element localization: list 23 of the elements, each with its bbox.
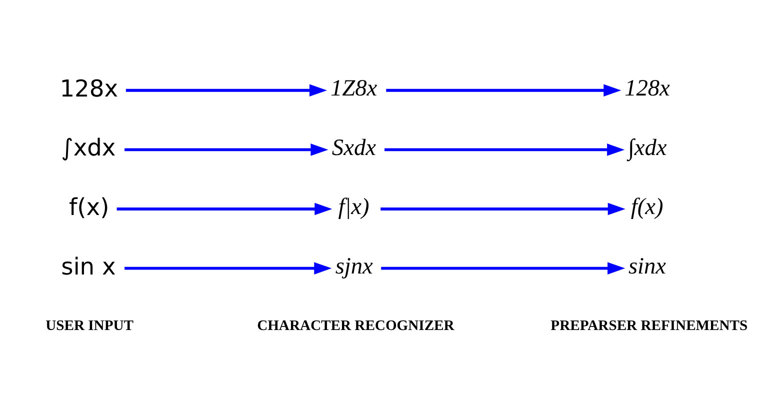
arrow [116, 202, 332, 215]
node-text: 128x [624, 74, 670, 101]
label: PREPARSER REFINEMENTS [550, 318, 748, 334]
label: USER INPUT [46, 318, 134, 334]
arrow [124, 262, 332, 274]
arrow [386, 84, 622, 96]
arrow [384, 143, 625, 156]
node-text: Sxdx [332, 134, 376, 160]
node-text: f(x) [630, 194, 664, 220]
arrow [380, 202, 626, 215]
arrow [381, 262, 626, 274]
node-text: 128x [60, 74, 118, 102]
label: CHARACTER RECOGNIZER [257, 318, 454, 334]
node-text: sjnx [335, 252, 373, 279]
node-text: sin x [61, 252, 116, 280]
node-text: ∫xdx [628, 134, 667, 160]
node-text: sinx [628, 252, 666, 279]
node-text: ∫xdx [61, 133, 116, 162]
arrow [126, 84, 327, 96]
arrow [124, 143, 328, 156]
node-text: 1Z8x [330, 74, 378, 101]
node-text: f|x) [338, 194, 370, 220]
node-text: f(x) [68, 192, 110, 221]
